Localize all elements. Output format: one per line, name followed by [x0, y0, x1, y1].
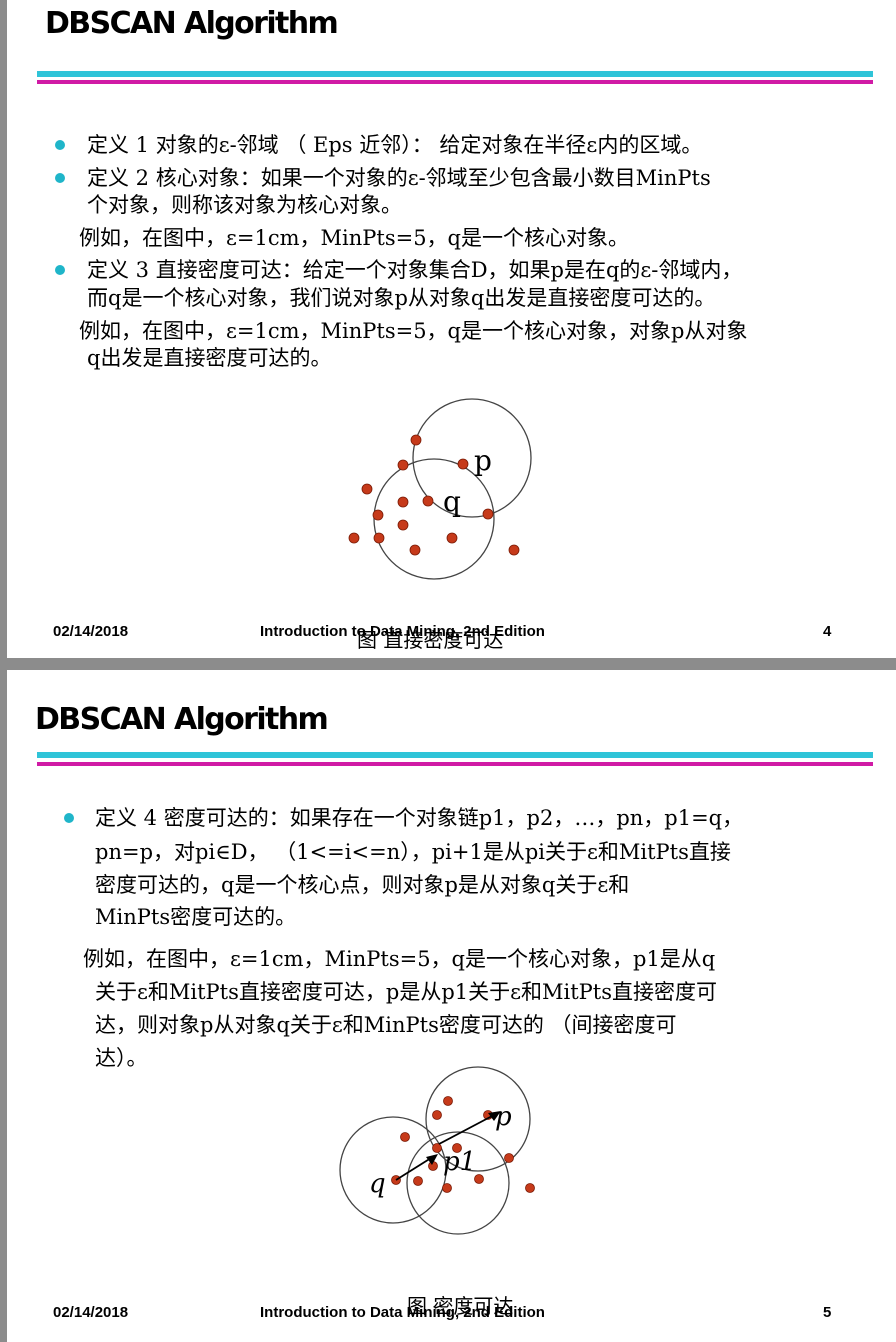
footer-date: 02/14/2018 — [53, 623, 129, 640]
label-p: p — [474, 444, 492, 477]
bullet-icon — [64, 813, 74, 823]
title-underline-magenta — [37, 80, 873, 84]
definition-1: 定义 1 对象的ε-邻域 （ Eps 近邻）： 给定对象在半径ε内的区域。 — [87, 133, 703, 157]
definition-4-line-3: 密度可达的，q是一个核心点，则对象p是从对象q关于ε和 — [95, 873, 630, 897]
label-p: p — [495, 1102, 512, 1132]
example-line-2: 关于ε和MitPts直接密度可达，p是从p1关于ε和MitPts直接密度可 — [95, 980, 718, 1004]
data-points — [348, 434, 520, 556]
example-line-4: 达）。 — [95, 1046, 148, 1070]
example-line-3: 达，则对象p从对象q关于ε和MinPts密度可达的 （间接密度可 — [95, 1013, 677, 1037]
footer-page-number: 5 — [823, 1304, 832, 1321]
footer-course: Introduction to Data Mining, 2nd Edition — [260, 623, 545, 640]
slide-title: DBSCAN Algorithm — [35, 702, 329, 737]
bullet-icon — [55, 173, 65, 183]
figure-caption: 图 直接密度可达 — [357, 628, 504, 652]
footer-date: 02/14/2018 — [53, 1304, 129, 1321]
definition-3-line-1: 定义 3 直接密度可达：给定一个对象集合D，如果p是在q的ε-邻域内， — [87, 258, 743, 282]
q-neighborhood-circle — [339, 1116, 447, 1224]
bullet-icon — [55, 140, 65, 150]
direct-density-figure: p q — [348, 398, 532, 580]
density-reachable-figure: p p1 q — [339, 1066, 535, 1235]
title-underline-cyan — [37, 752, 873, 758]
label-q: q — [369, 1169, 386, 1199]
slide-5: DBSCAN Algorithm 定义 4 密度可达的：如果存在一个对象链p1，… — [7, 670, 896, 1342]
example-2-line-2: q出发是直接密度可达的。 — [87, 346, 332, 370]
example-line-1: 例如，在图中，ε=1cm，MinPts=5，q是一个核心对象，p1是从q — [83, 947, 716, 971]
title-underline-cyan — [37, 71, 873, 77]
bullet-icon — [55, 265, 65, 275]
q-neighborhood-circle — [373, 458, 495, 580]
p-neighborhood-circle — [412, 398, 532, 518]
figure-caption: 图 密度可达 — [407, 1294, 514, 1318]
definition-4-line-2: pn=p，对pi∈D， （1<=i<=n），pi+1是从pi关于ε和MitPts… — [95, 840, 731, 864]
example-2-line-1: 例如，在图中，ε=1cm，MinPts=5，q是一个核心对象，对象p从对象 — [79, 319, 748, 343]
p-neighborhood-circle — [425, 1066, 531, 1172]
definition-3-line-2: 而q是一个核心对象，我们说对象p从对象q出发是直接密度可达的。 — [87, 286, 716, 310]
slide-title: DBSCAN Algorithm — [45, 6, 339, 41]
p1-neighborhood-circle — [406, 1131, 510, 1235]
label-p1: p1 — [443, 1147, 476, 1177]
data-points — [391, 1096, 535, 1193]
definition-2-line-1: 定义 2 核心对象：如果一个对象的ε-邻域至少包含最小数目MinPts — [87, 166, 711, 190]
definition-4-line-4: MinPts密度可达的。 — [95, 905, 297, 929]
example-1: 例如，在图中，ε=1cm，MinPts=5，q是一个核心对象。 — [79, 226, 629, 250]
footer-page-number: 4 — [823, 623, 832, 640]
title-underline-magenta — [37, 762, 873, 766]
definition-2-line-2: 个对象，则称该对象为核心对象。 — [87, 193, 402, 217]
label-q: q — [443, 485, 461, 518]
definition-4-line-1: 定义 4 密度可达的：如果存在一个对象链p1，p2，…，pn，p1=q， — [95, 806, 744, 830]
slide-4: DBSCAN Algorithm 定义 1 对象的ε-邻域 （ Eps 近邻）：… — [7, 0, 896, 658]
footer-course: Introduction to Data Mining, 2nd Edition — [260, 1304, 545, 1321]
